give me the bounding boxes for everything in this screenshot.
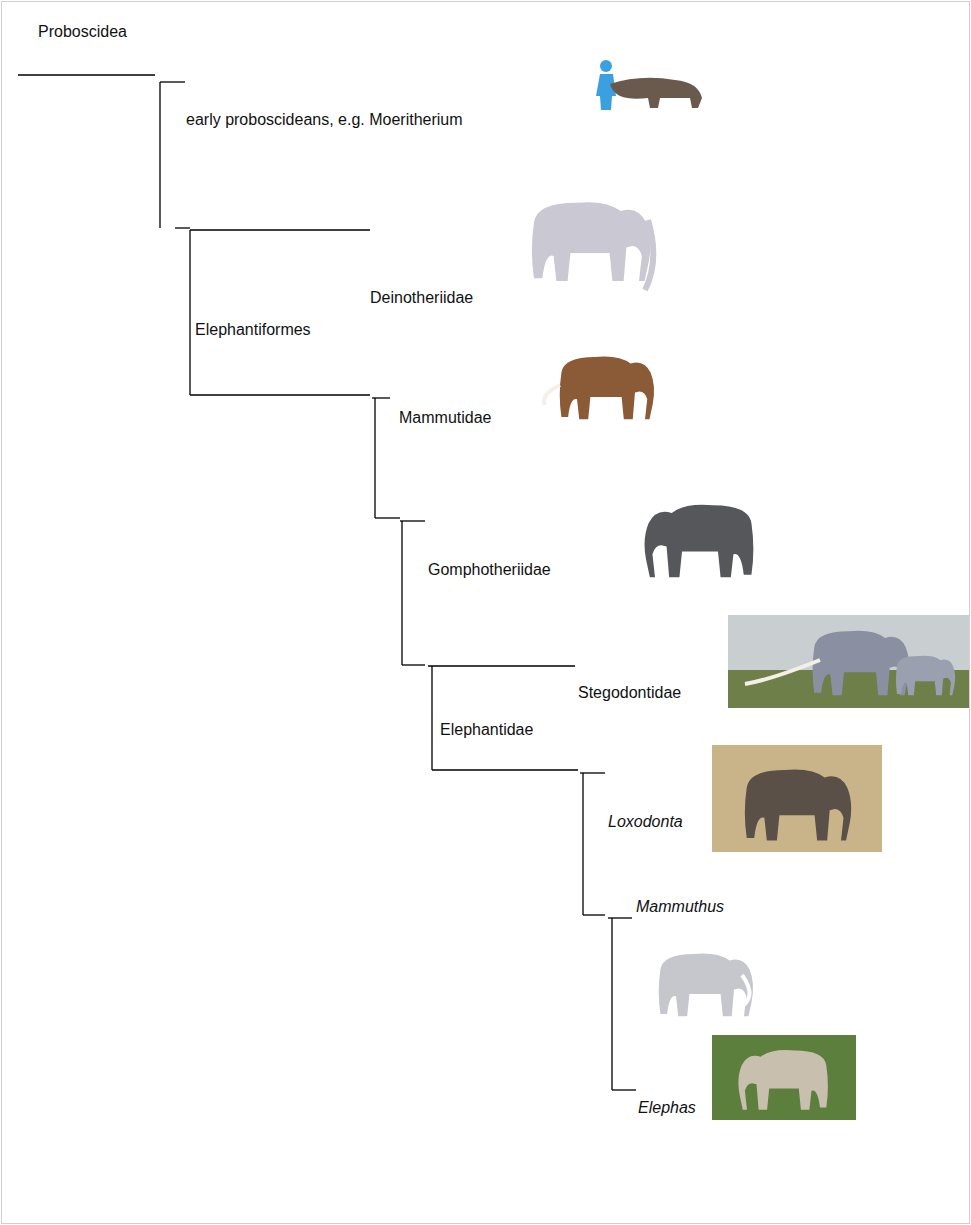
genus-label: Mammuthus <box>636 897 724 917</box>
stegodon-photo <box>728 615 969 708</box>
mammut-tusk <box>544 385 560 405</box>
clade-label: Elephantiformes <box>195 320 311 340</box>
genus-label: Loxodonta <box>608 812 683 832</box>
deinotherium-figure <box>532 202 650 281</box>
taxon-label: Deinotheriidae <box>370 288 473 308</box>
genus-label: Elephas <box>638 1098 696 1118</box>
mammuthus-tusk <box>735 975 750 1010</box>
deinotherium-trunk <box>645 220 653 290</box>
gomphothere-figure <box>645 505 754 578</box>
elephas-photo <box>712 1035 856 1120</box>
clade-label: Elephantidae <box>440 720 533 740</box>
mammuthus-figure <box>659 953 753 1016</box>
taxon-label: Stegodontidae <box>578 683 681 703</box>
mammut-figure <box>560 356 654 419</box>
taxon-label: Mammutidae <box>399 408 491 428</box>
clade-label: Proboscidea <box>38 22 127 42</box>
moeritherium-figure <box>596 60 702 110</box>
taxon-label: Gomphotheriidae <box>428 560 551 580</box>
clade-label: early proboscideans, e.g. Moeritherium <box>186 110 463 130</box>
loxodonta-photo <box>712 745 882 852</box>
